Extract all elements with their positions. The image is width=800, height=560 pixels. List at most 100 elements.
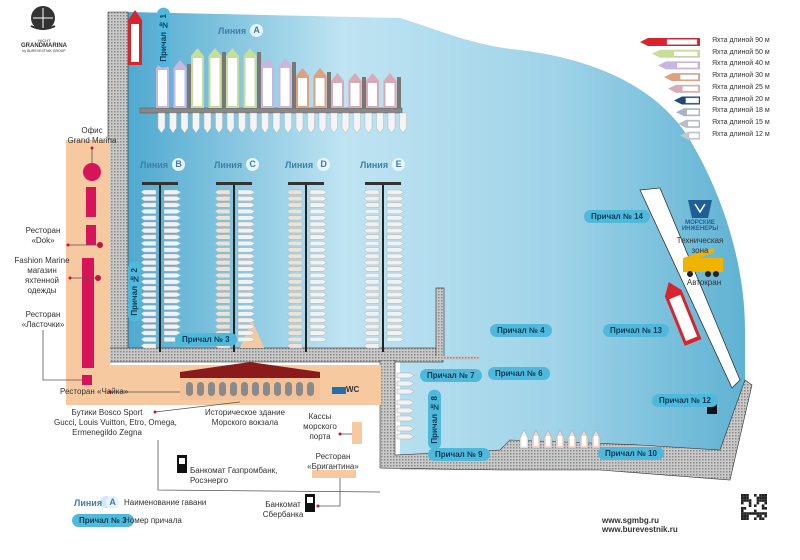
restaurant-dok-label: Ресторан «Dok»	[25, 226, 61, 245]
kassy-label: Кассы морского порта	[303, 412, 337, 441]
moored-yacht	[214, 202, 231, 208]
station-building	[180, 320, 320, 400]
moored-yacht	[396, 380, 415, 387]
legend-yacht-label: Яхта длиной 18 м	[712, 107, 770, 115]
moored-yacht	[363, 247, 380, 253]
moored-yacht	[203, 112, 212, 134]
moored-yacht	[309, 305, 328, 310]
moored-yacht	[286, 253, 303, 259]
moored-yacht	[140, 260, 157, 266]
moored-yacht	[163, 279, 182, 285]
moored-yacht	[163, 215, 182, 221]
moored-yacht	[163, 285, 182, 291]
station-window	[307, 382, 314, 396]
moored-yacht	[237, 215, 256, 221]
moored-yacht	[214, 196, 231, 202]
moored-yacht	[286, 260, 303, 266]
pier-6-label: Причал № 6	[488, 367, 550, 380]
moored-yacht	[363, 298, 380, 304]
moored-yacht	[214, 311, 231, 317]
moored-yacht	[386, 215, 405, 221]
moored-yacht	[396, 399, 415, 406]
wc-label: WC	[346, 385, 360, 394]
moored-yacht	[309, 260, 328, 266]
moored-yacht	[140, 196, 157, 202]
moored-yacht	[140, 330, 157, 336]
footer-url-burevestnik[interactable]: www.burevestnik.ru	[602, 525, 678, 534]
moored-yacht	[237, 317, 256, 323]
water-area	[128, 12, 745, 470]
moored-yacht	[396, 372, 415, 379]
moored-yacht	[363, 209, 380, 214]
moored-yacht	[214, 273, 231, 278]
footer-url-sgmbg[interactable]: www.sgmbg.ru	[602, 516, 660, 525]
moored-yacht	[237, 196, 256, 202]
moored-yacht	[363, 266, 380, 272]
moored-yacht	[286, 324, 303, 330]
moored-yacht	[140, 189, 157, 195]
restaurant-brigantina-label: Ресторан «Бригантина»	[307, 452, 359, 471]
moored-yacht	[163, 189, 182, 195]
atm-gazprom-label: Банкомат Газпромбанк, Росэнерго	[190, 466, 278, 485]
moored-yacht	[309, 273, 328, 278]
moored-yacht	[237, 279, 256, 285]
moored-yacht	[386, 285, 405, 291]
brigantina-marker	[312, 470, 356, 478]
moored-yacht	[237, 285, 256, 291]
moored-yacht	[286, 292, 303, 298]
moored-yacht	[140, 209, 157, 214]
moored-yacht	[226, 112, 235, 134]
moored-yacht	[180, 112, 189, 134]
moored-yacht	[386, 292, 405, 298]
moored-yacht	[286, 317, 303, 323]
moored-yacht	[286, 247, 303, 253]
moored-yacht	[237, 337, 256, 342]
moored-yacht	[386, 273, 405, 278]
moored-yacht	[309, 324, 328, 330]
office-marker	[83, 163, 101, 181]
moored-yacht	[309, 330, 328, 336]
pontoon-line	[159, 184, 161, 352]
moored-yacht	[386, 305, 405, 310]
moored-yacht	[386, 260, 405, 266]
moored-yacht	[237, 228, 256, 234]
moored-yacht	[249, 112, 258, 134]
south-boats	[396, 372, 601, 449]
moored-yacht	[363, 343, 380, 349]
west-quay	[107, 11, 129, 361]
moored-yacht	[140, 247, 157, 253]
mid-pier	[435, 287, 445, 359]
legend-yacht-icons	[640, 38, 700, 140]
moored-yacht	[163, 273, 182, 278]
legend-yacht-label: Яхта длиной 90 м	[712, 37, 770, 44]
moored-yacht	[286, 221, 303, 227]
moored-yacht	[353, 112, 361, 134]
kassy-marker	[352, 422, 362, 444]
moored-yacht	[286, 196, 303, 202]
station-window	[263, 382, 270, 396]
moored-yacht	[330, 112, 338, 134]
moored-yacht	[140, 273, 157, 278]
moored-yacht	[309, 311, 328, 317]
moored-yacht	[157, 112, 166, 134]
legend-yacht-label: Яхта длиной 25 м	[712, 83, 770, 91]
legend-line-letter: A	[106, 496, 120, 509]
moored-yacht	[163, 196, 182, 202]
leader-dots	[66, 146, 342, 508]
moored-yacht	[386, 221, 405, 227]
moored-yacht	[363, 279, 380, 285]
moored-yacht	[214, 234, 231, 240]
shop-fashion	[82, 258, 94, 368]
moored-yacht	[309, 189, 328, 195]
moored-yacht	[140, 228, 157, 234]
legend-yacht-label: Яхта длиной 30 м	[712, 72, 770, 80]
legend-yacht-label: Яхта длиной 50 м	[712, 48, 770, 56]
moored-yacht	[286, 215, 303, 221]
moored-yacht	[309, 298, 328, 304]
moored-yacht	[387, 112, 396, 134]
atm-sber-label: Банкомат Сбербанка	[262, 500, 304, 519]
line-e-badge: E	[392, 158, 406, 171]
